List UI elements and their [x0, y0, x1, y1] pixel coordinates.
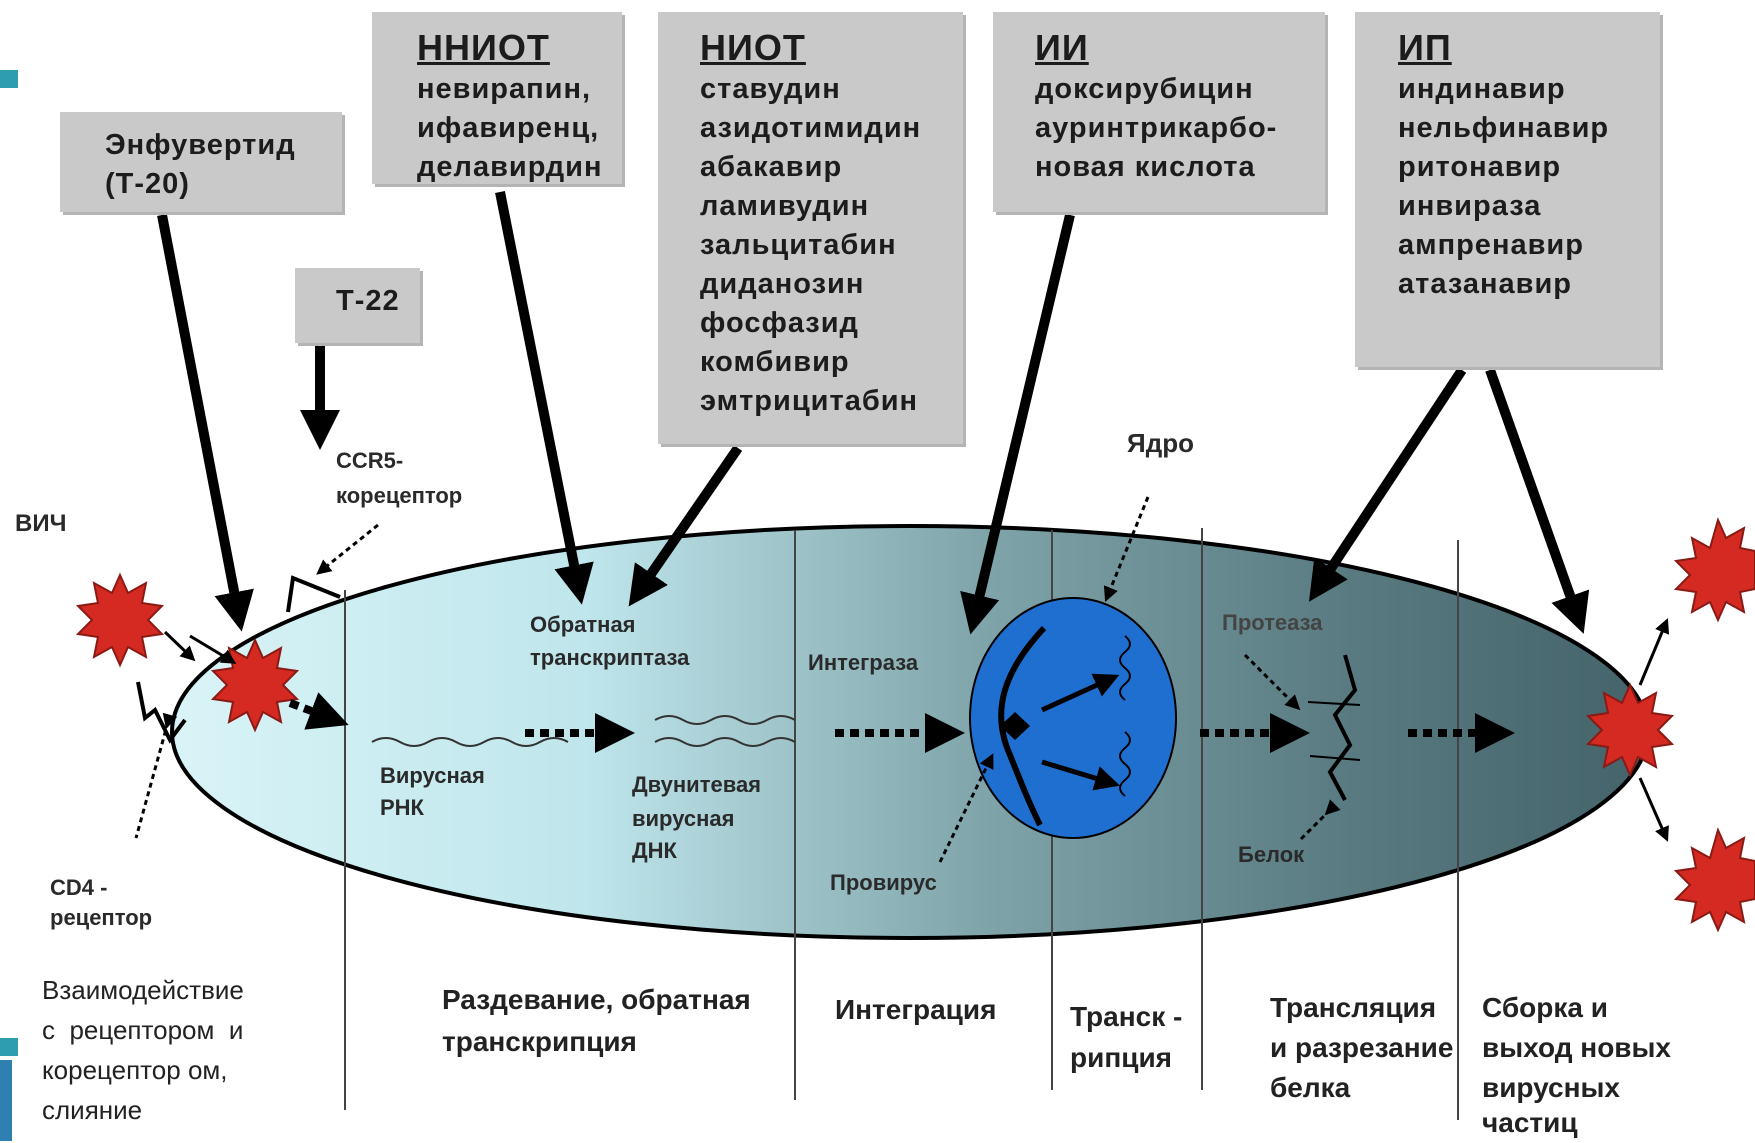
stage-transcription-line-2: рипция [1070, 1038, 1172, 1078]
stage-uncoating-line-2: транскрипция [442, 1022, 637, 1062]
nniot-line-2: ифавиренц, [417, 109, 599, 148]
ip-line-4: инвираза [1398, 187, 1541, 226]
stage-binding-line-4: слияние [42, 1090, 142, 1130]
nucleus-label: Ядро [1127, 428, 1194, 459]
viral-rna-label-line-2: РНК [380, 795, 424, 821]
ip-line-2: нельфинавир [1398, 109, 1609, 148]
provirus-label: Провирус [830, 870, 937, 896]
ds-dna-label-line-2: вирусная [632, 806, 734, 832]
stage-translation-line-1: Трансляция [1270, 988, 1436, 1028]
niot-title: НИОТ [700, 26, 806, 70]
ii-line-2: ауринтрикарбо- [1035, 109, 1277, 148]
ccr5-label-line-1: CCR5- [336, 448, 403, 474]
niot-line-4: ламивудин [700, 187, 869, 226]
enfuvirtide-line-2: (Т-20) [105, 165, 190, 204]
ccr5-label-line-2: корецептор [336, 483, 462, 509]
integrase-label: Интеграза [808, 650, 918, 676]
niot-line-1: ставудин [700, 70, 841, 109]
virus-released-top [1676, 520, 1755, 620]
reverse-transcriptase-label-line-2: транскриптаза [530, 645, 689, 671]
niot-line-9: эмтрицитабин [700, 382, 918, 421]
stage-binding-line-2: с рецептором и [42, 1010, 243, 1050]
stage-transcription-line-1: Транск - [1070, 997, 1182, 1037]
nniot-line-1: невирапин, [417, 70, 591, 109]
slide-accent-bottom [0, 1038, 18, 1056]
stage-binding-line-1: Взаимодействие [42, 970, 244, 1010]
nniot-line-3: делавирдин [417, 148, 603, 187]
protein-label: Белок [1238, 842, 1304, 868]
stage-assembly-line-3: вирусных [1482, 1068, 1620, 1108]
niot-line-2: азидотимидин [700, 109, 921, 148]
reverse-transcriptase-label-line-1: Обратная [530, 612, 636, 638]
viral-rna-label-line-1: Вирусная [380, 763, 485, 789]
virus-entering [78, 575, 162, 665]
slide-accent-top [0, 70, 18, 88]
ds-dna-label-line-3: ДНК [632, 838, 677, 864]
niot-line-8: комбивир [700, 343, 850, 382]
slide-accent-bar [0, 1060, 12, 1141]
ii-line-3: новая кислота [1035, 148, 1256, 187]
niot-line-7: фосфазид [700, 304, 859, 343]
stage-translation-line-3: белка [1270, 1068, 1350, 1108]
niot-line-6: диданозин [700, 265, 864, 304]
stage-uncoating-line-1: Раздевание, обратная [442, 980, 751, 1020]
niot-line-5: зальцитабин [700, 226, 897, 265]
ip-line-6: атазанавир [1398, 265, 1572, 304]
ip-line-5: ампренавир [1398, 226, 1584, 265]
t22-label: Т-22 [336, 282, 400, 321]
protease-label: Протеаза [1222, 610, 1323, 636]
hiv-label: ВИЧ [15, 510, 66, 538]
ip-title: ИП [1398, 26, 1452, 70]
cd4-label-line-1: CD4 - [50, 875, 107, 901]
nniot-title: ННИОТ [417, 26, 550, 70]
enfuvirtide-line-1: Энфувертид [105, 126, 296, 165]
ii-line-1: доксирубицин [1035, 70, 1254, 109]
stage-translation-line-2: и разрезание [1270, 1028, 1453, 1068]
niot-line-3: абакавир [700, 148, 842, 187]
pointer-arrows-small [165, 632, 230, 660]
ii-title: ИИ [1035, 26, 1089, 70]
stage-assembly-line-4: частиц [1482, 1103, 1578, 1143]
virus-released-bottom [1676, 830, 1755, 930]
stage-assembly-line-1: Сборка и [1482, 988, 1608, 1028]
stage-integration: Интеграция [835, 990, 996, 1030]
ds-dna-label-line-1: Двунитевая [632, 772, 761, 798]
cd4-label-line-2: рецептор [50, 905, 152, 931]
stage-binding-line-3: корецептор ом, [42, 1050, 228, 1090]
ip-line-1: индинавир [1398, 70, 1566, 109]
ip-line-3: ритонавир [1398, 148, 1561, 187]
stage-assembly-line-2: выход новых [1482, 1028, 1671, 1068]
